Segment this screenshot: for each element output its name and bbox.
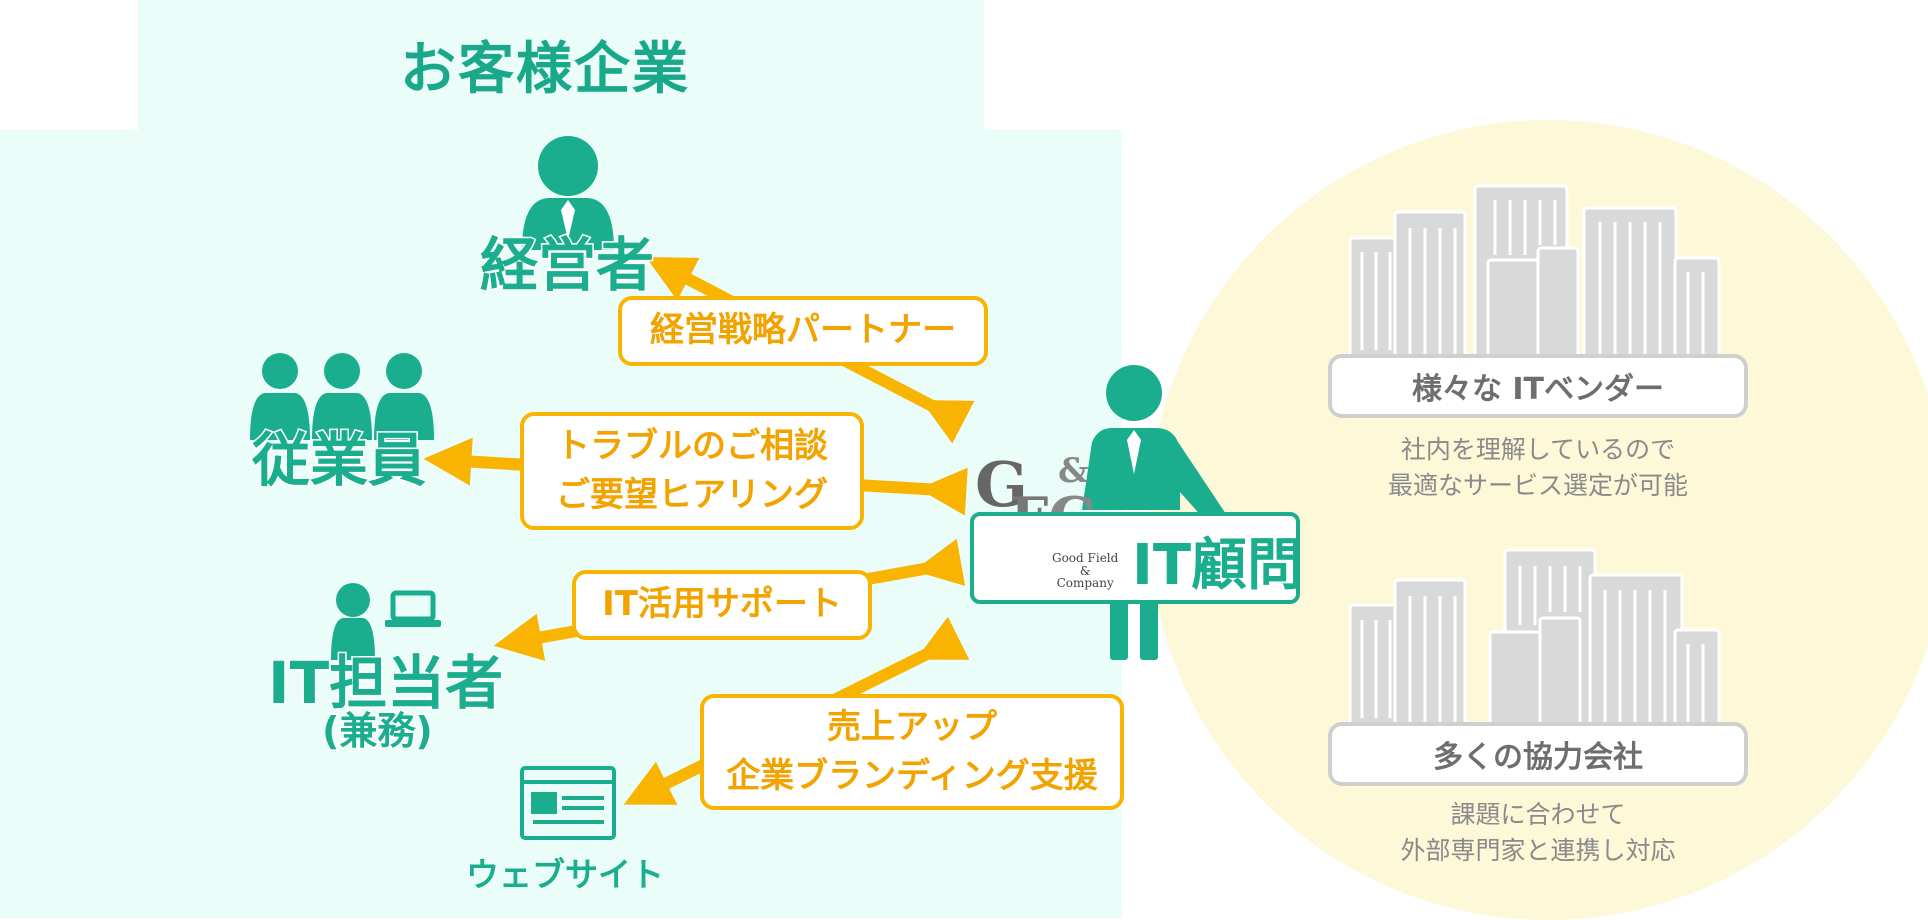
website-label: ウェブサイト bbox=[466, 855, 664, 894]
vendor-desc-1: 社内を理解しているので 最適なサービス選定が可能 bbox=[1387, 435, 1688, 501]
advisor-label: IT顧問 bbox=[1132, 533, 1304, 598]
pill-support-text: IT活用サポート bbox=[602, 584, 842, 625]
it-staff-figure bbox=[331, 583, 441, 660]
pill-sales: 売上アップ 企業ブランディング支援 bbox=[700, 694, 1124, 810]
pill-strategy-text: 経営戦略パートナー bbox=[650, 310, 956, 351]
vendor-box-1: 様々な ITベンダー bbox=[1328, 354, 1748, 418]
employees-figure bbox=[250, 353, 434, 440]
vendor-box-2: 多くの協力会社 bbox=[1328, 722, 1748, 786]
building-windows-2 bbox=[1360, 566, 1705, 722]
pill-strategy: 経営戦略パートナー bbox=[618, 296, 988, 366]
buildings-group-1 bbox=[1348, 184, 1721, 363]
client-zone-tab bbox=[138, 0, 984, 135]
it-staff-note: (兼務) bbox=[321, 708, 435, 755]
executive-label: 経営者 bbox=[478, 230, 655, 301]
building-windows-1 bbox=[1360, 200, 1705, 355]
pill-sales-text: 売上アップ 企業ブランディング支援 bbox=[726, 706, 1098, 796]
advisor-box bbox=[970, 512, 1300, 604]
advisor-figure bbox=[1082, 365, 1230, 660]
svg-text:G: G bbox=[975, 448, 1028, 521]
employees-label: 従業員 bbox=[250, 425, 427, 496]
pill-consult: トラブルのご相談 ご要望ヒアリング bbox=[520, 412, 864, 530]
vendor-desc-2: 課題に合わせて 外部専門家と連携し対応 bbox=[1400, 800, 1676, 866]
website-icon bbox=[520, 766, 616, 840]
svg-text:&: & bbox=[1058, 451, 1089, 491]
it-staff-label: IT担当者 bbox=[266, 648, 504, 719]
executive-figure bbox=[522, 136, 614, 250]
vendor-box-2-label: 多くの協力会社 bbox=[1433, 740, 1643, 775]
pill-support: IT活用サポート bbox=[572, 570, 872, 640]
pill-consult-text: トラブルのご相談 ご要望ヒアリング bbox=[556, 425, 828, 515]
logo-subtext: Good Field & Company bbox=[1052, 551, 1119, 591]
zone-title: お客様企業 bbox=[400, 37, 690, 102]
vendor-box-1-label: 様々な ITベンダー bbox=[1411, 372, 1665, 407]
